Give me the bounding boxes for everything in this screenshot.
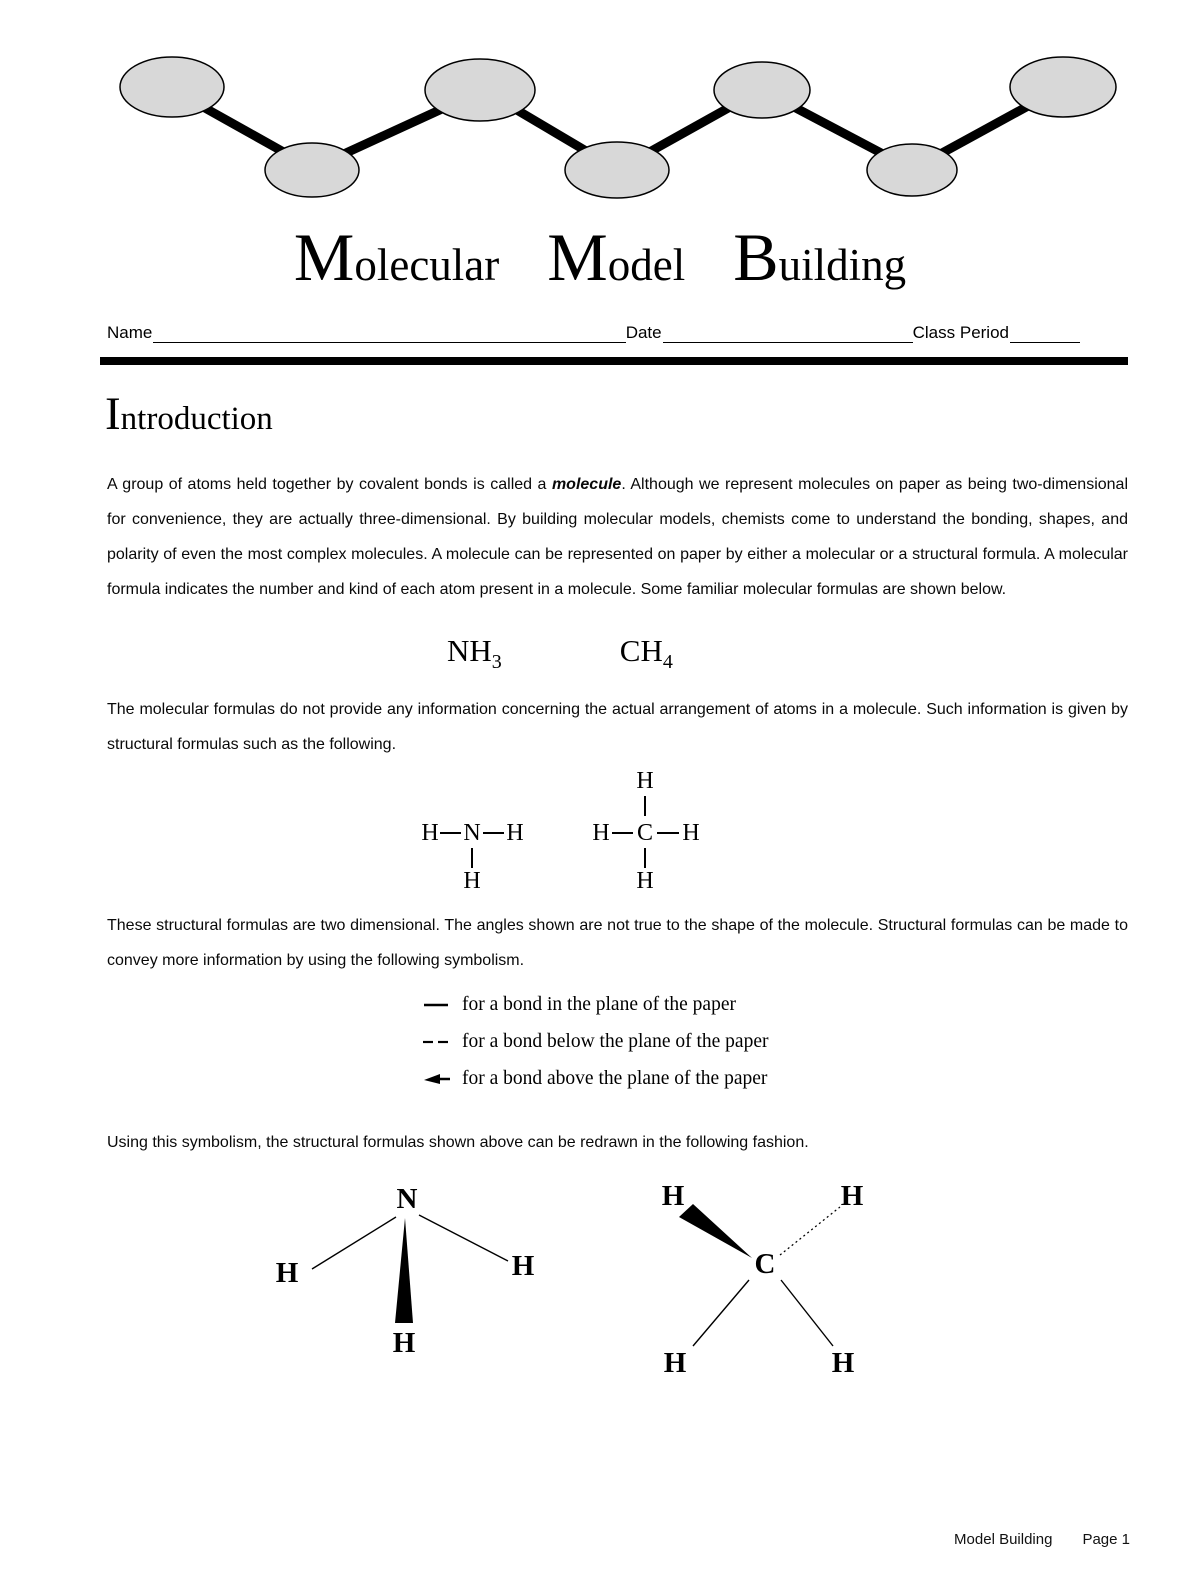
c-atom-label: C [755,1248,776,1280]
h-atom-label: H [662,1180,685,1212]
date-label: Date [625,323,662,343]
dashed-bond [779,1206,841,1256]
dashed-bond-icon [422,1034,462,1050]
title-word: Molecular [293,219,500,295]
class-period-label: Class Period [912,323,1009,343]
atom-ellipse [564,141,670,199]
wedge-bond-icon [422,1071,462,1087]
legend-item-in-plane: for a bond in the plane of the paper [422,986,1200,1023]
h-atom-label: H [682,820,699,846]
page-footer: Model Building Page 1 [954,1531,1130,1548]
h-atom-label: H [636,768,653,794]
plain-bond [418,1214,509,1262]
h-atom-label: H [393,1327,416,1359]
section-divider-rule [100,357,1128,366]
plain-bond [692,1279,750,1347]
atom-ellipse [264,142,360,198]
name-label: Name [107,323,153,343]
title-word: Building [733,219,907,295]
c-atom-label: C [637,820,653,846]
atom-ellipse [119,56,225,118]
class-period-blank-line [1010,323,1080,344]
title-word: Model [547,219,686,295]
bond-symbolism-legend: for a bond in the plane of the paper for… [422,986,1200,1097]
name-blank-line [153,323,626,344]
n-atom-label: N [397,1183,418,1215]
legend-item-above-plane: for a bond above the plane of the paper [422,1060,1200,1097]
structural-formula-paragraph: The molecular formulas do not provide an… [107,701,1128,754]
n-atom-label: N [463,820,480,846]
nh3-structural-formula: H N H H [421,820,523,894]
h-atom-label: H [506,820,523,846]
chain-atoms [119,56,1117,199]
nh3-3d-diagram: N H H H [276,1183,535,1359]
bond-lines [440,832,504,869]
atom-ellipse [866,143,958,197]
molecular-chain-graphic [119,56,1117,199]
date-blank-line [662,323,913,344]
structural-formulas-3d: N H H H C H H H H [276,1180,864,1379]
plain-bond [311,1216,397,1270]
introduction-heading: Introduction [105,388,273,441]
plain-bond [780,1279,834,1347]
bond-lines [612,796,679,869]
wedge-bond [679,1204,752,1259]
footer-page-number: Page 1 [1082,1531,1130,1548]
h-atom-label: H [276,1257,299,1289]
ch4-structural-formula: H H C H H [592,768,699,894]
intro-paragraph: A group of atoms held together by covale… [107,476,1129,599]
h-atom-label: H [463,868,480,894]
h-atom-label: H [512,1250,535,1282]
footer-doc-title: Model Building [954,1531,1053,1548]
structural-formulas-2d: H N H H H H C H H [421,768,699,894]
atom-ellipse [1009,56,1117,118]
h-atom-label: H [664,1347,687,1379]
legend-item-below-plane: for a bond below the plane of the paper [422,1023,1200,1060]
atom-ellipse [713,61,811,119]
h-atom-label: H [832,1347,855,1379]
h-atom-label: H [421,820,438,846]
molecule-term: molecule [551,476,622,494]
h-atom-label: H [636,868,653,894]
ch4-formula: CH4 [619,633,673,674]
redrawn-paragraph: Using this symbolism, the structural for… [107,1134,809,1152]
wedge-bond [395,1218,413,1324]
page-title: Molecular Model Building [0,219,1200,295]
name-date-form: Name Date Class Period [107,323,1080,344]
solid-bond-icon [422,997,462,1013]
h-atom-label: H [592,820,609,846]
nh3-formula: NH3 [447,633,502,674]
atom-ellipse [424,58,536,122]
molecular-formulas: NH3 CH4 [447,633,1200,674]
h-atom-label: H [841,1180,864,1212]
symbolism-paragraph: These structural formulas are two dimens… [107,917,1128,970]
ch4-3d-diagram: C H H H H [662,1180,864,1379]
